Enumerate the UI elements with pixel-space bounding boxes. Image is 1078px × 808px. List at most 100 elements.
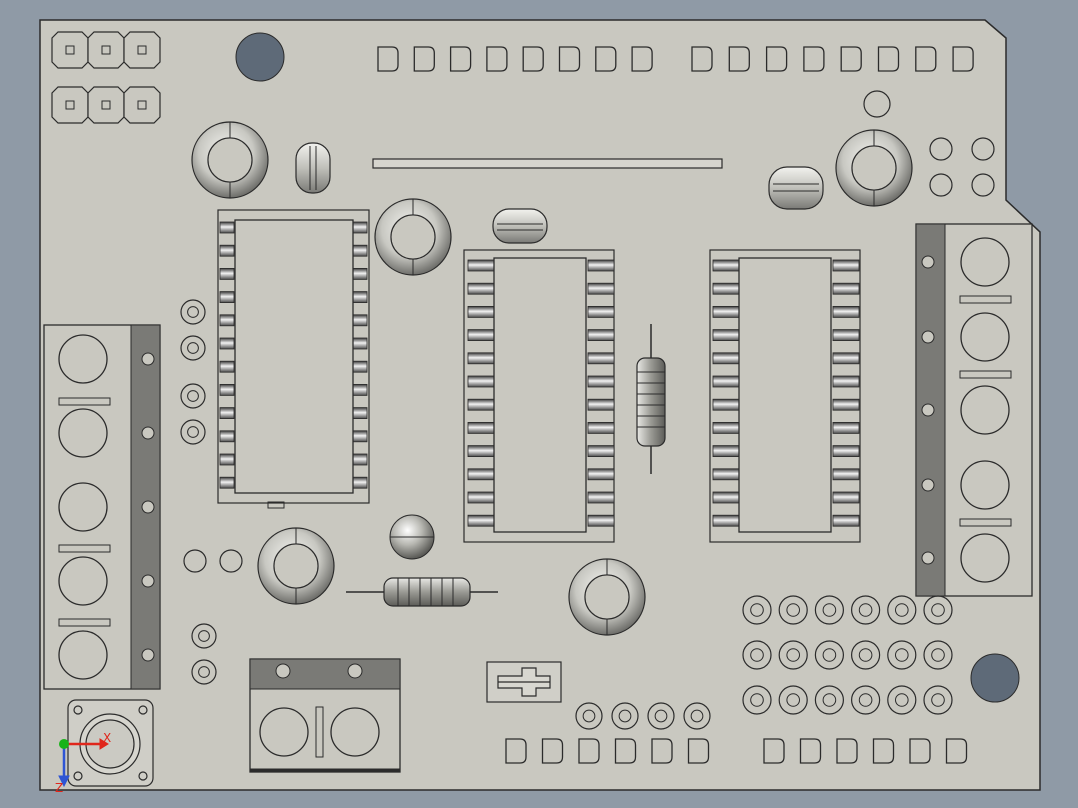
ring-pad-icon bbox=[180, 335, 206, 361]
ring-pad-icon bbox=[887, 685, 917, 715]
coordinate-axes-icon: X Z bbox=[55, 731, 111, 795]
ring-pad-icon-hole bbox=[858, 648, 873, 662]
pushbutton bbox=[67, 699, 154, 787]
ring-pad-icon bbox=[778, 640, 808, 670]
ring-pad-icon-hole bbox=[187, 342, 199, 354]
header-pad bbox=[541, 738, 564, 764]
ic-pin bbox=[219, 244, 235, 257]
header-pad bbox=[799, 738, 822, 764]
ic-pin bbox=[587, 468, 615, 481]
ic-pin bbox=[712, 259, 740, 272]
ic-pin bbox=[352, 407, 368, 420]
ic-pin bbox=[587, 352, 615, 365]
ring-pad-icon-hole bbox=[198, 630, 210, 642]
header-pad bbox=[687, 738, 710, 764]
ring-pad-icon bbox=[887, 595, 917, 625]
screw-terminal-icon bbox=[960, 385, 1010, 435]
terminal-pin bbox=[921, 551, 935, 565]
ring-pad-icon-hole bbox=[582, 709, 596, 723]
ic-pin bbox=[467, 375, 495, 388]
header-pads-top-left bbox=[377, 46, 653, 72]
through-hole-pads-misc bbox=[180, 299, 711, 730]
ic-pin bbox=[467, 352, 495, 365]
ic-pin bbox=[712, 491, 740, 504]
ic-pin bbox=[712, 282, 740, 295]
ic-pin bbox=[587, 398, 615, 411]
round-pad bbox=[219, 549, 243, 573]
ring-pad-icon-hole bbox=[858, 693, 873, 707]
ic-pin bbox=[587, 491, 615, 504]
ic-pin bbox=[587, 259, 615, 272]
ic-pin bbox=[467, 329, 495, 342]
ring-pad-icon bbox=[850, 685, 881, 715]
screw-terminal-bottom bbox=[249, 658, 401, 773]
header-pad bbox=[872, 738, 895, 764]
terminal-pin bbox=[921, 403, 935, 417]
ic-pin bbox=[467, 305, 495, 318]
ic-pin bbox=[467, 398, 495, 411]
terminal-divider bbox=[959, 518, 1012, 527]
terminal-divider bbox=[959, 295, 1012, 304]
ic-pin bbox=[352, 360, 368, 373]
ring-pad-icon bbox=[814, 685, 845, 715]
header-pad bbox=[505, 738, 527, 764]
ic-pin bbox=[712, 445, 740, 458]
square-pad-icon bbox=[87, 86, 125, 124]
terminal-divider bbox=[959, 370, 1012, 379]
square-pad-hole bbox=[137, 100, 147, 110]
ic-pin bbox=[352, 291, 368, 304]
ring-pad-icon bbox=[180, 299, 206, 325]
ring-pad-icon-hole bbox=[187, 426, 199, 438]
ic-notch bbox=[267, 501, 285, 509]
ic-pin bbox=[712, 329, 740, 342]
header-pad bbox=[631, 46, 653, 72]
ceramic-capacitor-icon bbox=[295, 142, 331, 194]
ring-pad-icon bbox=[647, 702, 675, 730]
ic-pin bbox=[219, 476, 235, 489]
ic-pin bbox=[219, 337, 235, 350]
square-pad-icon bbox=[51, 31, 89, 69]
ring-pad-icon-hole bbox=[858, 603, 873, 617]
terminal-pin bbox=[347, 663, 363, 679]
ic-pin bbox=[587, 305, 615, 318]
resistor-vertical bbox=[636, 324, 666, 474]
terminal-pin bbox=[275, 663, 291, 679]
header-pad bbox=[578, 738, 600, 764]
ic-pin bbox=[587, 282, 615, 295]
header-pad bbox=[595, 46, 617, 72]
screw-terminal-icon bbox=[259, 707, 309, 757]
dip-ic-icon bbox=[738, 257, 832, 533]
square-pad-hole bbox=[101, 100, 111, 110]
header-pad bbox=[614, 738, 637, 764]
square-pad-icon bbox=[87, 31, 125, 69]
ring-pad-icon bbox=[814, 595, 845, 625]
header-pad bbox=[803, 46, 825, 72]
ic-pin bbox=[587, 445, 615, 458]
axis-z-label: Z bbox=[55, 781, 63, 795]
resistor-icon bbox=[383, 577, 471, 607]
ring-pad-icon bbox=[778, 595, 808, 625]
ic-pin bbox=[219, 407, 235, 420]
ring-pad-icon bbox=[191, 623, 217, 649]
ic-pin bbox=[832, 445, 860, 458]
dip-ic-icon bbox=[493, 257, 587, 533]
capacitor-center bbox=[851, 145, 897, 191]
header-pad bbox=[558, 46, 581, 72]
ring-pad-icon-hole bbox=[931, 603, 945, 617]
ring-pad-icon bbox=[923, 640, 953, 670]
ic-pin bbox=[219, 430, 235, 443]
square-pad-hole bbox=[65, 45, 75, 55]
ic-pin bbox=[352, 430, 368, 443]
ic-pin bbox=[712, 398, 740, 411]
header-pad bbox=[522, 46, 544, 72]
slide-switch bbox=[486, 661, 562, 703]
header-pad bbox=[840, 46, 862, 72]
ic-pin bbox=[219, 314, 235, 327]
ring-pad-icon-hole bbox=[786, 693, 801, 707]
header-pad bbox=[449, 46, 472, 72]
ring-pad-icon-hole bbox=[895, 693, 909, 707]
ring-pad-icon bbox=[180, 419, 206, 445]
ring-pad-icon bbox=[850, 640, 881, 670]
header-pad bbox=[945, 738, 968, 764]
